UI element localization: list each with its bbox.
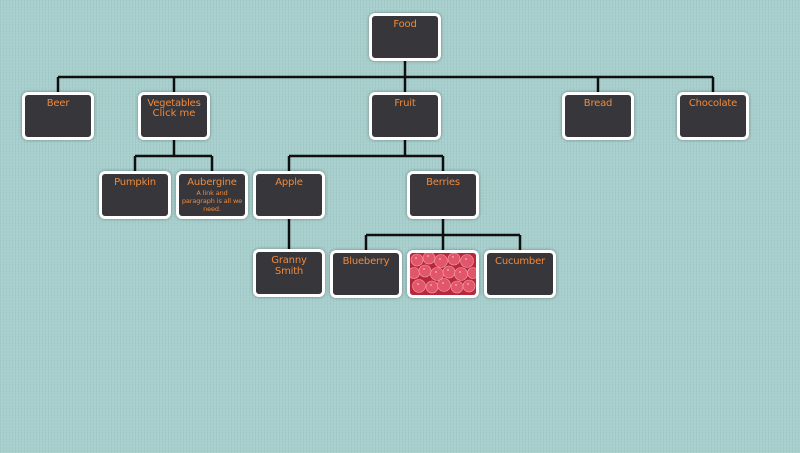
node-beer[interactable]: Beer	[22, 92, 94, 140]
node-granny-smith-label: Granny Smith	[271, 255, 307, 277]
node-fruit-label: Fruit	[394, 98, 416, 109]
node-cucumber[interactable]: Cucumber	[484, 250, 556, 298]
node-aubergine[interactable]: Aubergine A link and paragraph is all we…	[176, 171, 248, 219]
aubergine-paragraph: A link and paragraph is all we need.	[181, 189, 243, 213]
node-pumpkin[interactable]: Pumpkin	[99, 171, 171, 219]
node-cucumber-label: Cucumber	[495, 256, 545, 267]
node-blueberry-label: Blueberry	[342, 256, 390, 267]
aubergine-link[interactable]: Aubergine	[187, 177, 237, 188]
node-granny-smith[interactable]: Granny Smith	[253, 249, 325, 297]
node-apple[interactable]: Apple	[253, 171, 325, 219]
node-blueberry[interactable]: Blueberry	[330, 250, 402, 298]
node-food[interactable]: Food	[369, 13, 441, 61]
node-berries-label: Berries	[426, 177, 460, 188]
node-beer-label: Beer	[46, 98, 70, 109]
node-apple-label: Apple	[275, 177, 303, 188]
node-chocolate[interactable]: Chocolate	[677, 92, 749, 140]
node-fruit[interactable]: Fruit	[369, 92, 441, 140]
node-pumpkin-label: Pumpkin	[114, 177, 156, 188]
click-me-link[interactable]: Click me	[152, 108, 196, 119]
node-chocolate-label: Chocolate	[688, 98, 738, 109]
node-bread[interactable]: Bread	[562, 92, 634, 140]
node-raspberry-image[interactable]	[407, 250, 479, 298]
node-food-label: Food	[393, 19, 417, 30]
node-vegetables-label: Vegetables	[147, 98, 201, 109]
node-bread-label: Bread	[583, 98, 613, 109]
node-vegetables[interactable]: Vegetables Click me	[138, 92, 210, 140]
node-berries[interactable]: Berries	[407, 171, 479, 219]
raspberry-image	[410, 253, 476, 295]
